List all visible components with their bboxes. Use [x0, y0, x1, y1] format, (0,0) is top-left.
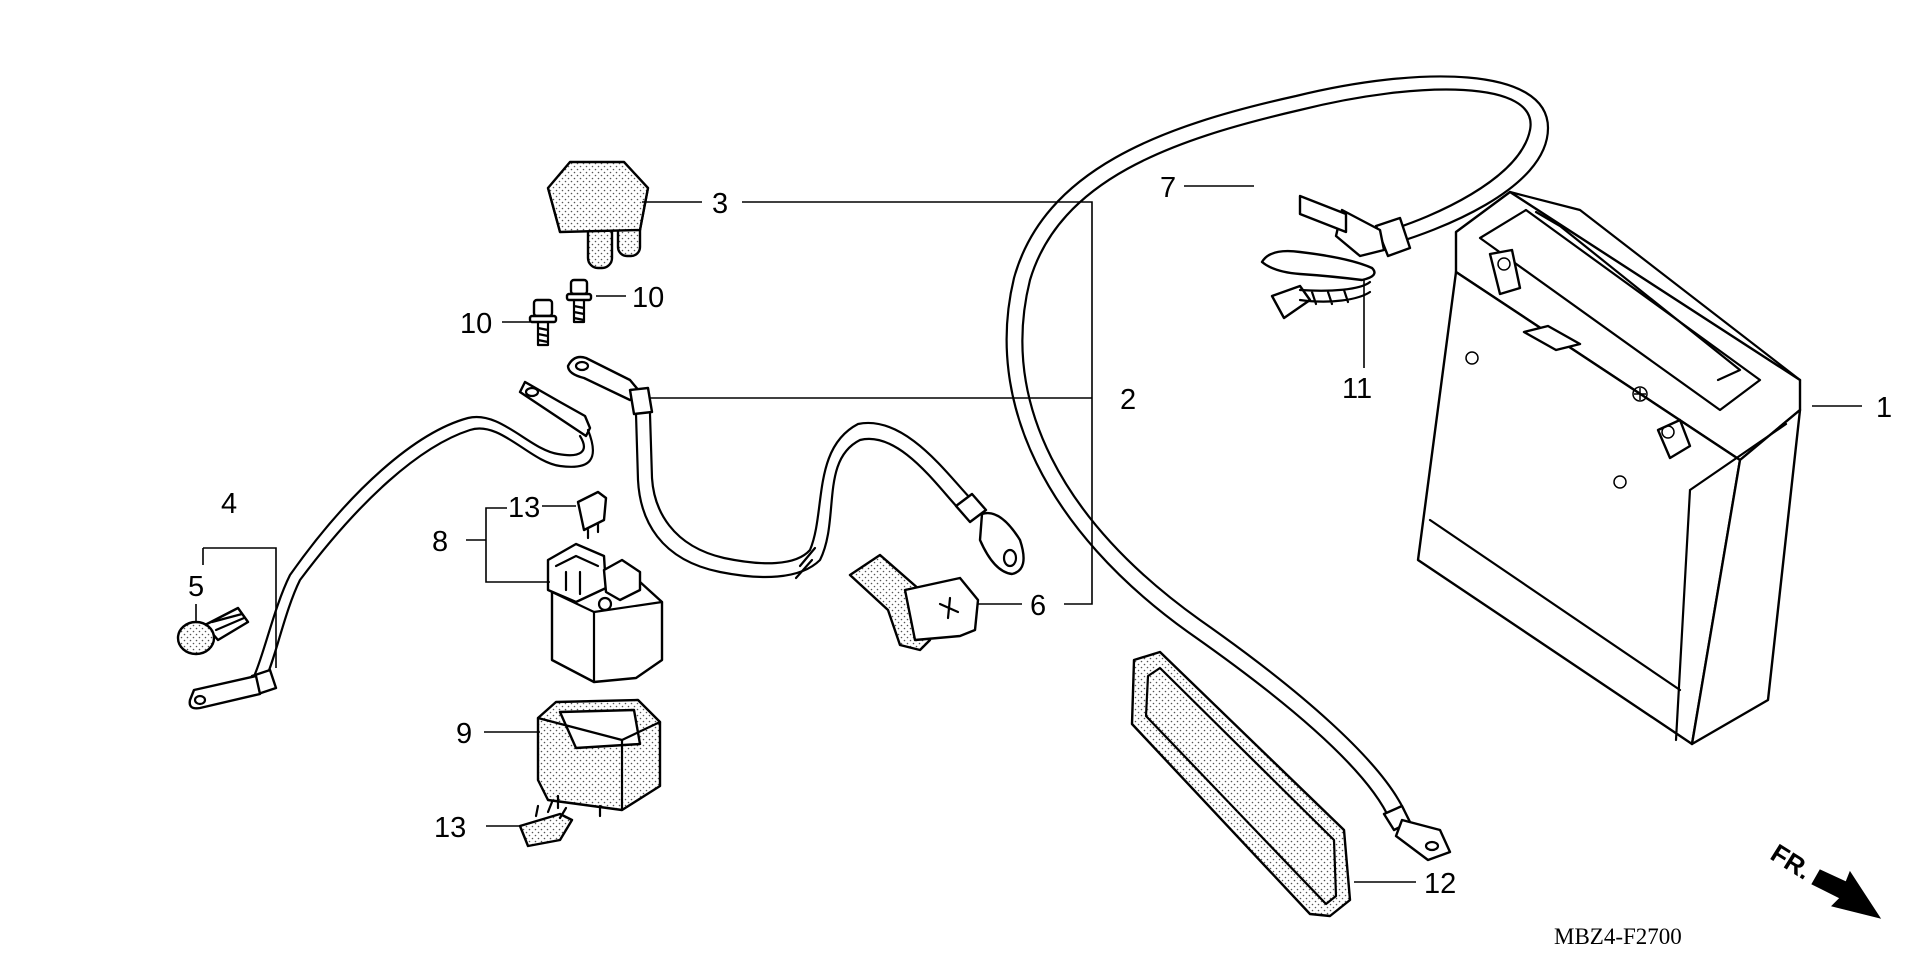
callout-8: 8: [432, 526, 448, 558]
callout-10-left: 10: [460, 308, 492, 340]
front-direction-label: FR.: [1766, 838, 1817, 886]
callout-1: 1: [1876, 392, 1892, 424]
negative-cable-drawing: [1005, 75, 1550, 862]
callout-4: 4: [221, 488, 237, 520]
callout-5: 5: [188, 571, 204, 603]
callout-13-lower: 13: [434, 812, 466, 844]
callout-labels: 1 2 3 4 5 6 7 8 9 10 10 11 12 13 13: [188, 172, 1892, 900]
callout-9: 9: [456, 718, 472, 750]
ground-cable-drawing: [188, 380, 594, 710]
leader-lines: [195, 185, 1862, 883]
starter-relay-drawing: [546, 542, 664, 684]
fuse-upper-drawing: [576, 490, 608, 540]
cable-band-drawing: [1260, 249, 1376, 320]
callout-2: 2: [1120, 384, 1136, 416]
callout-10-right: 10: [632, 282, 664, 314]
relay-cable-drawing: [566, 355, 1025, 580]
callout-12: 12: [1424, 868, 1456, 900]
drawing-code: MBZ4-F2700: [1554, 924, 1682, 949]
battery-band-drawing: [1130, 650, 1352, 918]
terminal-cover-drawing: [848, 553, 980, 652]
callout-3: 3: [712, 188, 728, 220]
callout-11: 11: [1342, 373, 1372, 405]
front-direction-indicator: FR.: [1766, 838, 1882, 919]
callout-13-upper: 13: [508, 492, 540, 524]
terminal-cap-drawing: [546, 160, 650, 270]
bolt-left-drawing: [528, 298, 558, 347]
relay-rubber-mount-drawing: [536, 698, 662, 818]
callout-6: 6: [1030, 590, 1046, 622]
battery-drawing: [1416, 190, 1802, 746]
terminal-bolt-drawing: [176, 606, 250, 656]
fuse-lower-drawing: [518, 800, 574, 848]
bolt-right-drawing: [565, 278, 593, 324]
callout-7: 7: [1160, 172, 1176, 204]
